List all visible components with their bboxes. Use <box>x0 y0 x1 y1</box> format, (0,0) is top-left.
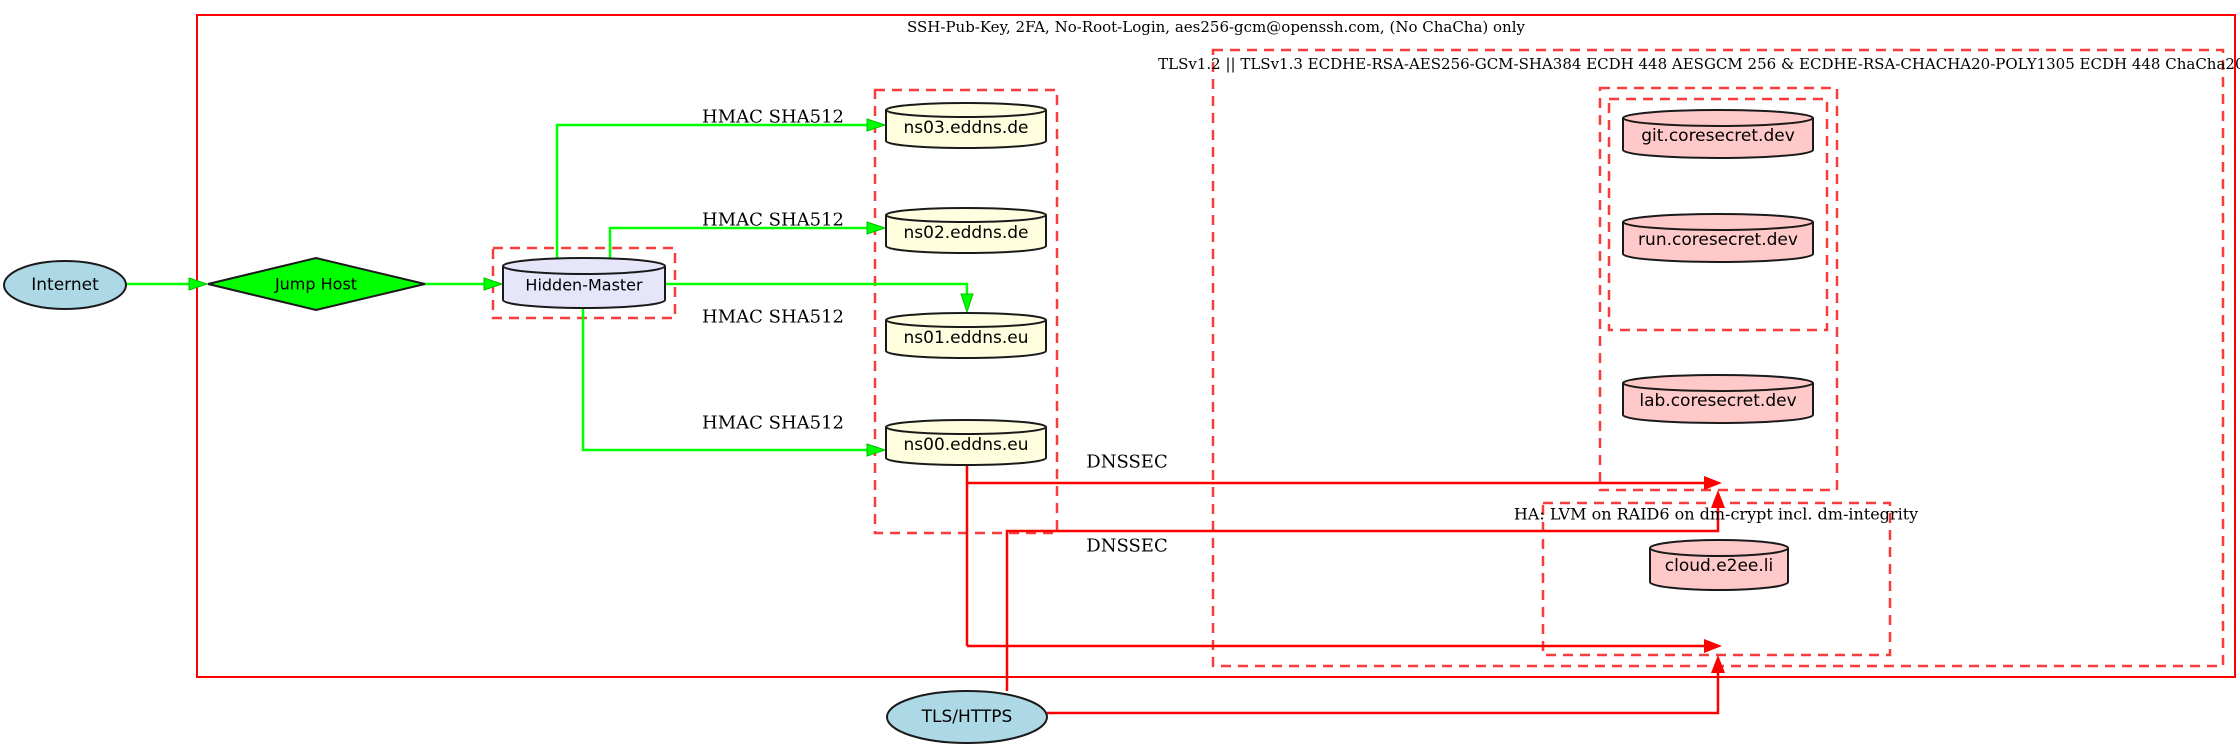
hidden-master-node <box>502 257 666 309</box>
edge-label-hmac-ns03: HMAC SHA512 <box>701 106 845 128</box>
ns03-node-label: ns03.eddns.de <box>903 118 1029 138</box>
tls-cluster-label: TLSv1.2 || TLSv1.3 ECDHE-RSA-AES256-GCM-… <box>1158 55 2240 73</box>
arrowhead-into-jumphost <box>188 277 209 291</box>
ssh-cluster-label: SSH-Pub-Key, 2FA, No-Root-Login, aes256-… <box>907 18 1525 36</box>
edge-tlshttps-coresecret <box>1005 502 1720 691</box>
arrowhead-into-hiddenmaster <box>483 277 504 291</box>
ssh-cluster-box <box>196 14 2236 678</box>
ns03-node-lid <box>885 109 1047 118</box>
ns03-node <box>885 102 1047 149</box>
internet-node-label: Internet <box>31 275 99 295</box>
run-node-label: run.coresecret.dev <box>1638 230 1798 250</box>
edge-label-hmac-ns00: HMAC SHA512 <box>701 412 845 434</box>
internet-node <box>3 260 127 310</box>
ns00-node <box>885 419 1047 466</box>
tls-https-node <box>886 690 1048 744</box>
ns01-node-label: ns01.eddns.eu <box>903 328 1029 348</box>
cloud-node <box>1649 539 1789 591</box>
hidden-master-node-lid <box>502 265 666 275</box>
edge-hiddenmaster-ns00 <box>581 306 869 452</box>
tls-https-node-label: TLS/HTTPS <box>921 707 1013 727</box>
edge-label-dnssec-2: DNSSEC <box>1086 535 1168 557</box>
edge-label-dnssec-1: DNSSEC <box>1086 451 1168 473</box>
edge-label-hmac-ns02: HMAC SHA512 <box>701 209 845 231</box>
ns01-node-lid <box>885 319 1047 328</box>
edge-hiddenmaster-ns01 <box>665 282 969 296</box>
arrowhead-up-into-coresecret <box>1711 490 1725 508</box>
arrowhead-right-into-coresecret <box>1704 476 1722 490</box>
git-node-lid <box>1622 117 1814 127</box>
cylinder-nodes <box>502 102 1814 591</box>
ns00-node-lid <box>885 426 1047 435</box>
green-edges <box>126 123 969 452</box>
coresecret-inner-cluster-box <box>1607 97 1829 332</box>
edge-hiddenmaster-ns03 <box>555 123 869 262</box>
arrowhead-into-ns03 <box>866 118 887 132</box>
arrowhead-right-into-ha <box>1704 639 1722 653</box>
ns01-node <box>885 312 1047 359</box>
arrowhead-into-ns00 <box>866 443 887 457</box>
cloud-node-label: cloud.e2ee.li <box>1664 556 1774 576</box>
cloud-node-lid <box>1649 547 1789 557</box>
git-node-label: git.coresecret.dev <box>1641 126 1795 146</box>
lab-node <box>1622 374 1814 424</box>
red-edges <box>965 462 1720 715</box>
ns02-node <box>885 207 1047 254</box>
arrowhead-up-into-ha <box>1711 655 1725 673</box>
jump-host-node-label: Jump Host <box>274 274 358 294</box>
git-node <box>1622 109 1814 159</box>
edge-label-hmac-ns01: HMAC SHA512 <box>701 306 845 328</box>
ns02-node-lid <box>885 214 1047 223</box>
arrowhead-into-ns01 <box>960 293 974 314</box>
edge-hiddenmaster-ns02 <box>608 226 869 262</box>
run-node <box>1622 213 1814 263</box>
ns02-node-label: ns02.eddns.de <box>903 223 1029 243</box>
green-arrowheads <box>188 118 974 457</box>
arrowhead-into-ns02 <box>866 221 887 235</box>
lab-node-label: lab.coresecret.dev <box>1639 391 1797 411</box>
ha-cluster-label: HA: LVM on RAID6 on dm-crypt incl. dm-in… <box>1513 504 1919 524</box>
jump-host-node <box>207 256 426 312</box>
run-node-lid <box>1622 221 1814 231</box>
lab-node-lid <box>1622 382 1814 392</box>
coresecret-outer-cluster-box <box>1598 86 1839 492</box>
hidden-master-node-label: Hidden-Master <box>525 275 643 295</box>
red-arrowheads <box>1704 476 1725 673</box>
edge-tlshttps-ha <box>1047 670 1720 715</box>
ns00-node-label: ns00.eddns.eu <box>903 435 1029 455</box>
